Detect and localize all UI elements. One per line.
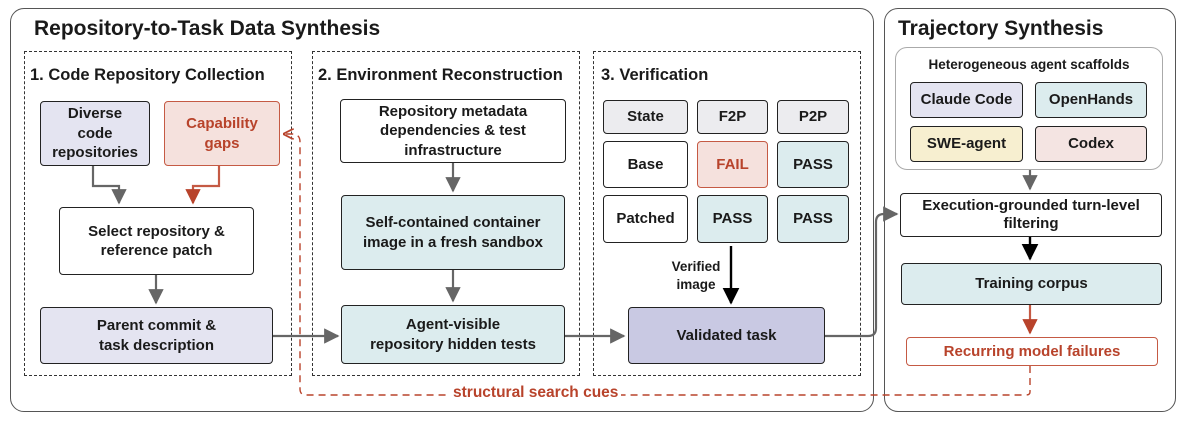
scaffold-claude-code: Claude Code <box>910 82 1023 118</box>
agent-scaffolds-group <box>895 47 1163 170</box>
table-patched-p2p-pass: PASS <box>777 195 849 243</box>
repo-to-task-panel <box>10 8 874 412</box>
structural-search-cues-label: structural search cues <box>450 384 622 402</box>
repository-metadata-box: Repository metadata dependencies & test … <box>340 99 566 163</box>
capability-gaps-box: Capability gaps <box>164 101 280 166</box>
repo-to-task-title: Repository-to-Task Data Synthesis <box>34 17 381 40</box>
dashed-feedback-loop <box>284 134 1031 396</box>
arrow-diverse-to-select <box>91 166 127 205</box>
scaffold-codex: Codex <box>1035 126 1147 162</box>
training-corpus-box: Training corpus <box>901 263 1162 305</box>
section-verification <box>593 51 861 376</box>
scaffold-openhands: OpenHands <box>1035 82 1147 118</box>
container-image-box: Self-contained container image in a fres… <box>341 195 565 270</box>
recurring-failures-box: Recurring model failures <box>906 337 1158 366</box>
verified-image-label: Verified image <box>671 259 721 292</box>
table-header-f2p: F2P <box>697 100 768 134</box>
turn-level-filtering-box: Execution-grounded turn-level filtering <box>900 193 1162 237</box>
table-patched-f2p-pass: PASS <box>697 195 768 243</box>
scaffolds-title: Heterogeneous agent scaffolds <box>928 57 1130 72</box>
select-repository-box: Select repository & reference patch <box>59 207 254 275</box>
table-row-base-label: Base <box>603 141 688 188</box>
validated-task-box: Validated task <box>628 307 825 364</box>
agent-visible-box: Agent-visible repository hidden tests <box>341 305 565 364</box>
parent-commit-box: Parent commit & task description <box>40 307 273 364</box>
section-environment-reconstruction <box>312 51 580 376</box>
table-header-p2p: P2P <box>777 100 849 134</box>
table-base-p2p-pass: PASS <box>777 141 849 188</box>
section2-title: 2. Environment Reconstruction <box>318 66 563 84</box>
table-header-state: State <box>603 100 688 134</box>
table-base-f2p-fail: FAIL <box>697 141 768 188</box>
arrow-gaps-to-select <box>185 166 221 205</box>
arrow-validated-to-filtering <box>825 206 899 338</box>
table-row-patched-label: Patched <box>603 195 688 243</box>
section-code-repository-collection <box>24 51 292 376</box>
diverse-repositories-box: Diverse code repositories <box>40 101 150 166</box>
trajectory-title: Trajectory Synthesis <box>898 17 1104 40</box>
section1-title: 1. Code Repository Collection <box>30 66 265 84</box>
section3-title: 3. Verification <box>601 66 709 84</box>
scaffold-swe-agent: SWE-agent <box>910 126 1023 162</box>
